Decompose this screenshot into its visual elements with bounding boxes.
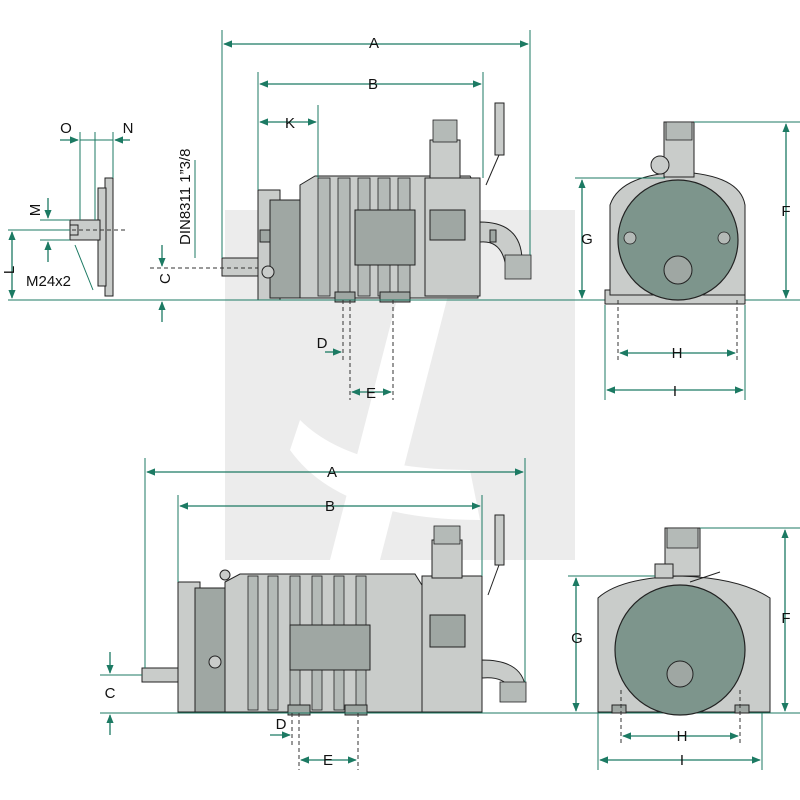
dim-B-bottom xyxy=(177,495,483,582)
label-F-top: F xyxy=(781,203,790,220)
dim-A-top xyxy=(221,30,531,258)
label-D-top: D xyxy=(317,335,328,352)
label-L: L xyxy=(1,266,18,274)
label-E-top: E xyxy=(366,385,376,402)
label-A-top: A xyxy=(369,35,379,52)
dim-I-top xyxy=(604,305,746,400)
end-plate xyxy=(617,179,739,301)
bottom-end-view xyxy=(597,527,771,716)
dim-F-top xyxy=(694,121,800,299)
top-side-view xyxy=(221,102,532,303)
end-plate-bottom xyxy=(614,584,746,716)
label-shaft-spec: DIN8311 1”3/8 xyxy=(177,149,194,245)
label-G-bottom: G xyxy=(571,630,583,647)
lever-handle xyxy=(494,102,505,156)
dim-H-bottom xyxy=(620,690,741,745)
center-window xyxy=(354,209,416,266)
label-O: O xyxy=(60,120,72,137)
label-H-top: H xyxy=(672,345,683,362)
dim-I-bottom xyxy=(597,713,763,770)
dim-H-top xyxy=(617,300,738,360)
dim-A-bottom xyxy=(144,458,526,682)
top-pipe-thread xyxy=(432,119,458,143)
label-thread: M24x2 xyxy=(26,273,71,290)
label-H-bottom: H xyxy=(677,728,688,745)
dim-O-N xyxy=(60,132,130,220)
label-F-bottom: F xyxy=(781,610,790,627)
label-D-bottom: D xyxy=(276,716,287,733)
dim-F-bottom xyxy=(700,527,800,712)
dim-G-bottom xyxy=(568,575,655,712)
dim-M xyxy=(40,198,70,262)
label-B-top: B xyxy=(368,76,378,93)
dim-E-top xyxy=(351,300,394,400)
dim-L xyxy=(8,229,150,301)
thread-leader xyxy=(74,244,94,291)
shaft-end-detail xyxy=(30,177,125,297)
dim-D-top xyxy=(325,300,351,400)
top-pipe xyxy=(429,139,461,179)
drive-shaft xyxy=(221,257,263,277)
label-M: M xyxy=(27,204,44,217)
dim-G-top xyxy=(575,177,665,299)
dim-B-top xyxy=(257,72,484,190)
label-E-bottom: E xyxy=(323,752,333,769)
top-end-view xyxy=(604,121,746,305)
dim-D-bottom xyxy=(270,713,359,770)
bottom-side-view xyxy=(141,514,527,716)
label-C-bottom: C xyxy=(105,685,116,702)
label-A-bottom: A xyxy=(327,464,337,481)
dim-K xyxy=(259,105,319,178)
label-I-bottom: I xyxy=(680,752,684,769)
label-B-bottom: B xyxy=(325,498,335,515)
label-G-top: G xyxy=(581,231,593,248)
label-N: N xyxy=(123,120,134,137)
label-C-top: C xyxy=(157,273,174,284)
label-I-top: I xyxy=(673,383,677,400)
label-K: K xyxy=(285,115,295,132)
